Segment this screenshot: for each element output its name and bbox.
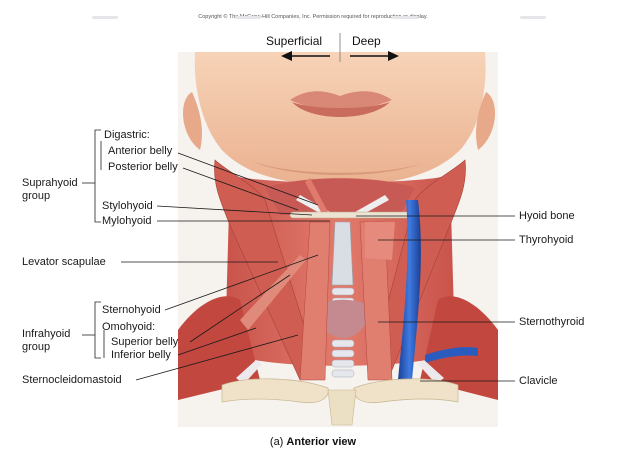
clavicle-label: Clavicle <box>519 375 558 387</box>
suprahyoid-bracket <box>94 129 101 223</box>
deep-label: Deep <box>352 34 381 48</box>
stylohyoid-label: Stylohyoid <box>102 200 153 212</box>
scm-tendon-left <box>236 360 262 384</box>
superior-belly-label: Superior belly <box>111 336 179 348</box>
sternothyroid-label: Sternothyroid <box>519 316 585 328</box>
right-ear <box>475 92 496 150</box>
thyrohyoid-label: Thyrohyoid <box>519 234 574 246</box>
mylohyoid-label: Mylohyoid <box>102 215 152 227</box>
omohyoid-label: Omohyoid: <box>102 321 156 333</box>
scm-tendon-right <box>418 360 444 384</box>
infrahyoid-bracket <box>94 301 101 359</box>
sternohyoid-muscle <box>299 221 331 381</box>
infrahyoid-group-label: Infrahyoid group <box>22 328 71 353</box>
edge-mark <box>92 16 118 19</box>
copyright-notice: Copyright © The McGraw-Hill Companies, I… <box>198 14 428 20</box>
inferior-belly-label: Inferior belly <box>111 349 171 361</box>
chin-shadow <box>250 160 430 175</box>
thyrohyoid-muscle <box>365 222 395 260</box>
suprahyoid-group-label: Suprahyoid group <box>22 177 78 202</box>
right-clavicle <box>353 378 459 404</box>
omohyoid-muscle <box>240 255 306 330</box>
posterior-belly-label: Posterior belly <box>108 161 178 173</box>
manubrium <box>327 389 357 426</box>
caption-title: Anterior view <box>286 436 357 448</box>
figure-caption: (a) Anterior view <box>0 436 626 448</box>
lower-lip <box>292 102 390 117</box>
left-clavicle <box>221 378 329 404</box>
superficial-arrow-head <box>281 51 292 61</box>
anterior-belly <box>305 178 328 214</box>
upper-lip <box>290 91 392 109</box>
anterior-belly-label: Anterior belly <box>108 145 173 157</box>
suprahyoid-muscles <box>265 178 415 215</box>
edge-mark <box>392 16 418 19</box>
levator-scapulae-label: Levator scapulae <box>22 256 106 268</box>
internal-jugular-vein <box>398 200 421 380</box>
digastric-tendon-right <box>355 195 389 216</box>
larynx <box>331 221 354 286</box>
edge-mark <box>235 16 261 19</box>
face <box>194 52 486 186</box>
sternohyoid-label: Sternohyoid <box>102 304 161 316</box>
left-shoulder-muscle <box>178 296 260 400</box>
thyroid-gland <box>317 299 369 338</box>
deep-arrow-head <box>388 51 399 61</box>
digastric-label: Digastric: <box>104 129 150 141</box>
subclavian-vein <box>425 347 478 363</box>
sternocleidomastoid-label: Sternocleidomastoid <box>22 374 122 386</box>
caption-prefix: (a) <box>269 436 287 448</box>
edge-mark <box>520 16 546 19</box>
leader-lines <box>121 152 515 382</box>
superficial-label: Superficial <box>266 34 323 48</box>
left-ear <box>182 92 203 150</box>
hyoid-bone-label: Hyoid bone <box>519 210 575 222</box>
